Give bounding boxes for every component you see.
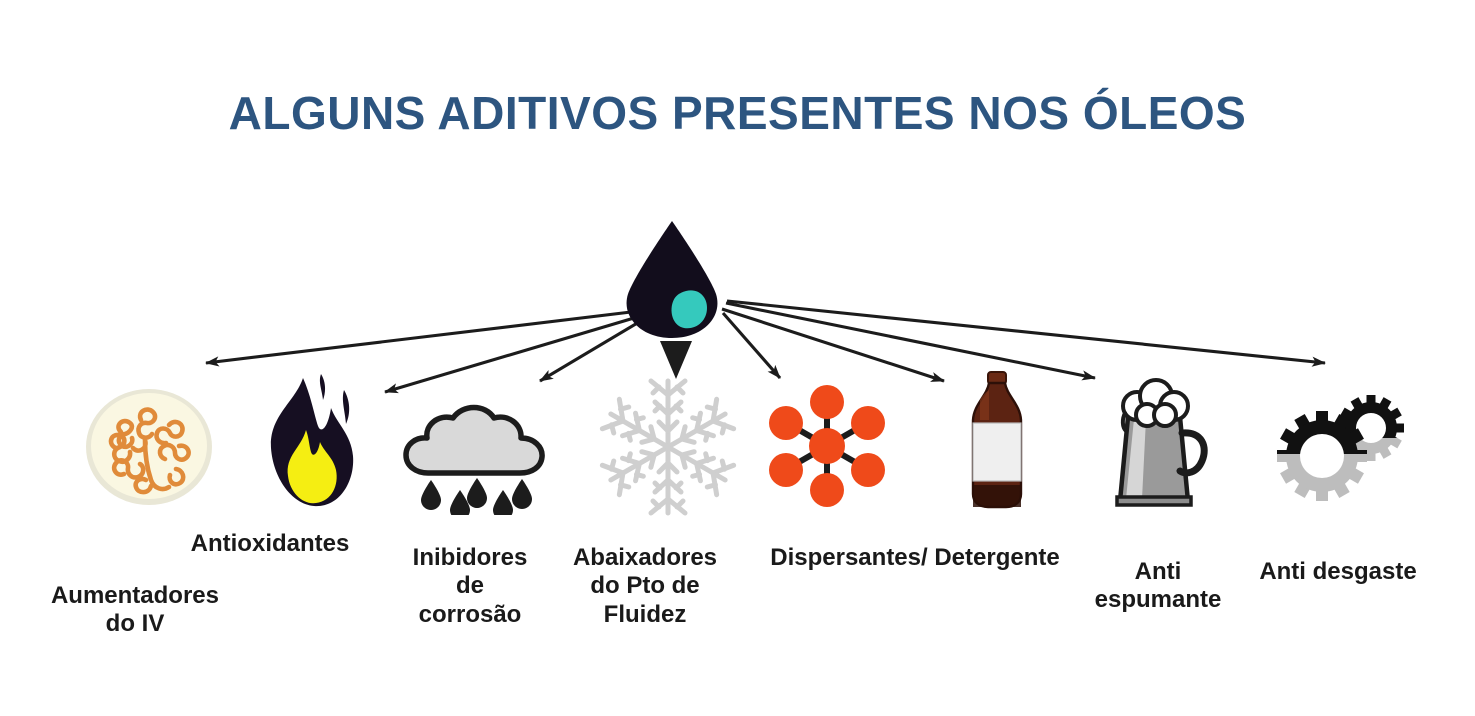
additive-icon-bottle bbox=[958, 370, 1036, 510]
amber-bottle-icon bbox=[971, 371, 1023, 509]
label-anti-foam: Anti espumante bbox=[1094, 558, 1222, 614]
additive-icon-antioxidant bbox=[261, 372, 363, 512]
label-antioxidant: Antioxidantes bbox=[190, 530, 350, 557]
gears-icon bbox=[1277, 395, 1404, 501]
raindrops bbox=[421, 478, 532, 515]
label-anti-wear: Anti desgaste bbox=[1259, 558, 1417, 585]
arrow-to-antiwear bbox=[726, 299, 1326, 367]
polymer-coil-circle-icon bbox=[86, 389, 212, 505]
rain-cloud-icon bbox=[403, 404, 545, 515]
label-dispersant: Dispersantes/ Detergente bbox=[770, 544, 1060, 571]
snowflake-icon bbox=[599, 378, 737, 516]
oil-drop bbox=[612, 218, 732, 343]
label-pour-point: Abaixadores do Pto de Fluidez bbox=[572, 544, 718, 628]
label-viscosity-index: Aumentadores do IV bbox=[50, 582, 220, 638]
foam-mug-icon bbox=[1115, 378, 1208, 507]
additive-icon-viscosity-index bbox=[83, 386, 215, 508]
page-title: ALGUNS ADITIVOS PRESENTES NOS ÓLEOS bbox=[228, 87, 1247, 139]
additive-icon-anti-foam bbox=[1104, 375, 1214, 515]
arrow-to-viscosity-index bbox=[205, 310, 632, 367]
additive-icon-pour-point bbox=[592, 372, 744, 522]
flame-icon bbox=[270, 374, 354, 507]
arrow-to-bottle bbox=[721, 307, 945, 383]
additive-icon-corrosion bbox=[400, 400, 550, 515]
arrow-to-antifoam bbox=[725, 301, 1096, 381]
additive-icon-dispersant bbox=[765, 385, 890, 507]
molecule-icon bbox=[769, 385, 885, 507]
oil-drop-icon bbox=[626, 221, 718, 338]
label-corrosion: Inibidores de corrosão bbox=[412, 544, 528, 628]
additive-icon-anti-wear bbox=[1272, 378, 1404, 510]
